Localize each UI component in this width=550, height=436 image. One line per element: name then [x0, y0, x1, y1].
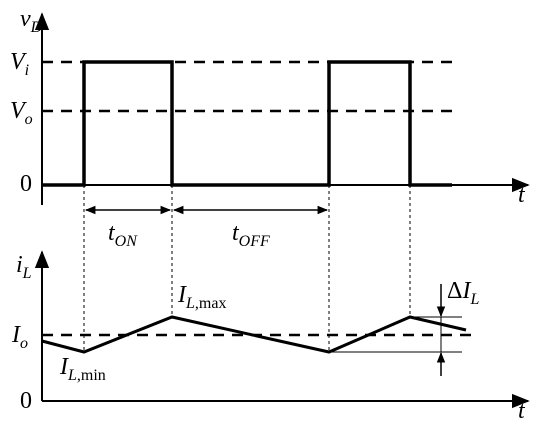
toff-label: tOFF: [232, 220, 270, 250]
ton-label: tON: [108, 220, 138, 250]
il-min-label: IL,min: [59, 354, 106, 384]
bottom-t-axis-label: t: [518, 398, 526, 424]
vertical-guide-lines: [83, 185, 411, 352]
il-axis-label: iL: [16, 252, 32, 282]
bottom-zero-label: 0: [20, 388, 32, 414]
io-label: Io: [11, 322, 28, 352]
top-t-axis-label: t: [518, 182, 526, 208]
vi-label: Vi: [10, 49, 29, 79]
top-zero-label: 0: [20, 171, 32, 197]
il-waveform: [41, 315, 467, 354]
bottom-plot: iL t Io 0 IL,max IL,min ΔIL: [11, 250, 530, 424]
vd-axis-label: vD: [20, 6, 43, 36]
vd-waveform: [42, 60, 452, 187]
top-plot: vD t Vi Vo 0 tON tOFF: [10, 6, 530, 250]
il-max-label: IL,max: [177, 282, 226, 312]
delta-il-label: ΔIL: [447, 278, 479, 308]
vo-label: Vo: [10, 98, 33, 128]
